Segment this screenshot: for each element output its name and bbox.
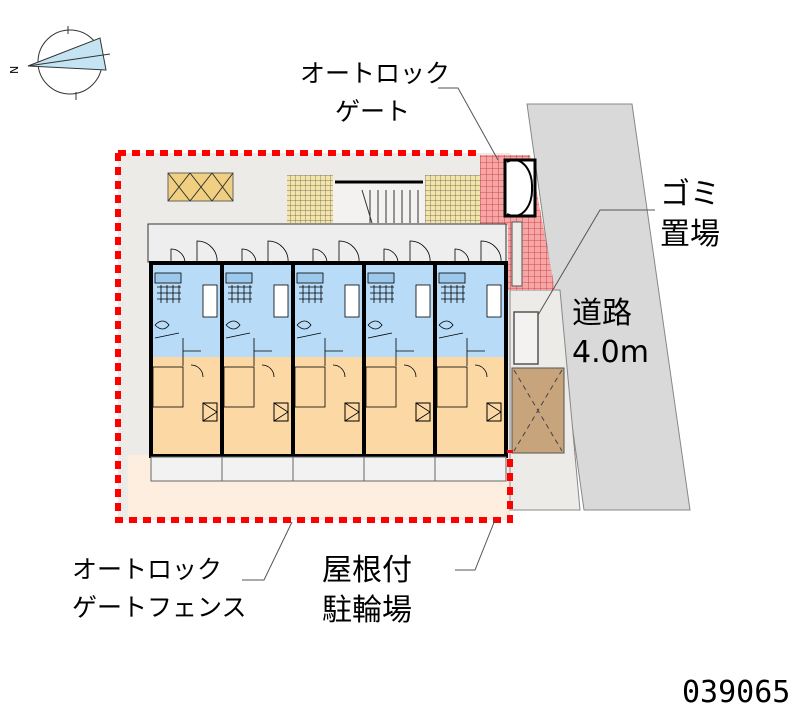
covered-bike-parking xyxy=(511,367,565,454)
road-label-1: 道路 xyxy=(572,296,632,331)
compass-icon: N xyxy=(8,26,111,100)
garbage-area xyxy=(513,311,539,365)
fence-label-2: ゲートフェンス xyxy=(72,593,247,622)
balconies xyxy=(150,456,507,482)
unit-4 xyxy=(363,240,436,457)
storage-box xyxy=(167,172,234,202)
stairs xyxy=(333,180,425,224)
apartment-building xyxy=(149,240,508,458)
unit-3 xyxy=(292,240,365,457)
north-label: N xyxy=(8,66,21,74)
unit-1 xyxy=(150,240,223,457)
unit-5 xyxy=(434,240,507,457)
corridor xyxy=(147,223,507,263)
garbage-label-2: 置場 xyxy=(660,217,720,252)
autolock-fence-boundary xyxy=(115,150,513,523)
garbage-label-1: ゴミ xyxy=(660,177,720,212)
unit-2 xyxy=(221,240,294,457)
autolock-gate-label-2: ゲート xyxy=(335,97,410,126)
property-code: 039065 xyxy=(682,675,790,710)
autolock-gate-door-icon xyxy=(503,158,537,287)
fence-label-1: オートロック xyxy=(72,555,222,584)
autolock-gate-label-1: オートロック xyxy=(300,59,450,88)
bike-parking-label-2: 駐輪場 xyxy=(322,593,412,628)
leader-lines xyxy=(242,87,655,581)
bike-parking-label-1: 屋根付 xyxy=(322,553,412,588)
tile-area-left xyxy=(287,175,333,223)
tile-area-right xyxy=(425,175,483,223)
road-width-label: 4.0m xyxy=(572,335,649,370)
